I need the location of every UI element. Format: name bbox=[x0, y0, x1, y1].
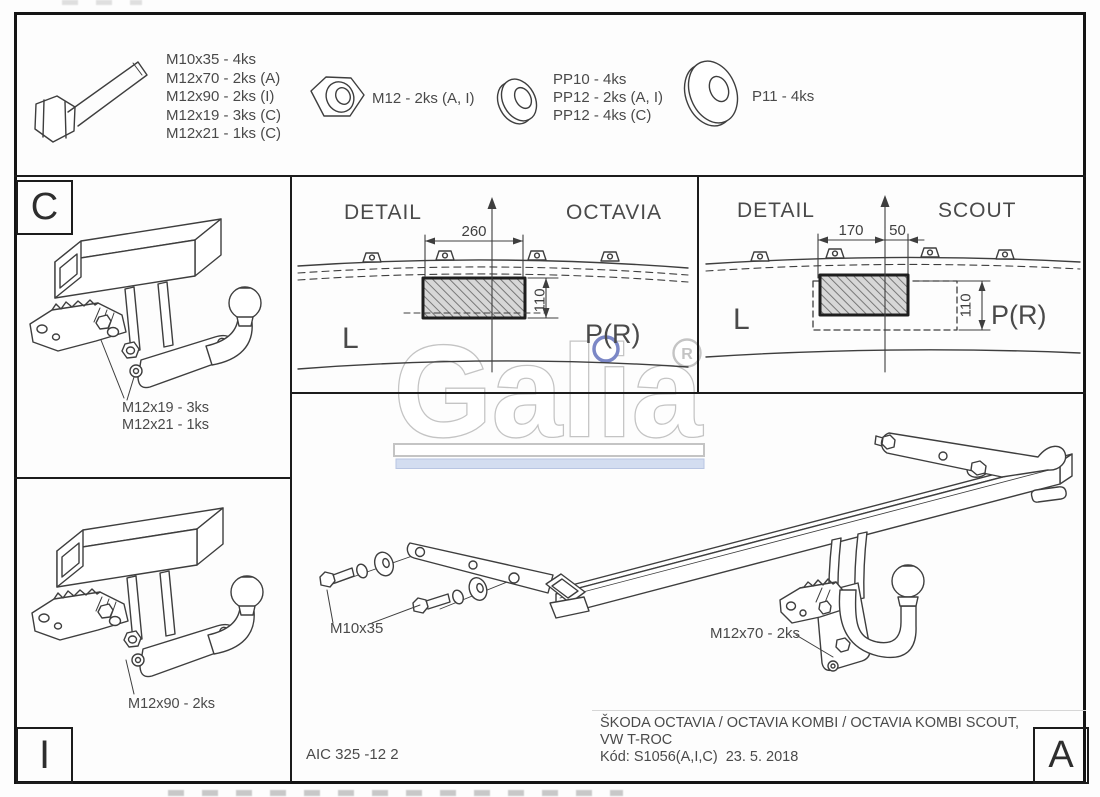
galia-logo-text: Galia bbox=[394, 318, 704, 464]
small-washer-drawing bbox=[496, 78, 538, 125]
detail-scout-drawing bbox=[705, 195, 1081, 373]
bolt-label-5: M12x21 - 1ks (C) bbox=[166, 125, 282, 142]
detail-octavia-title: DETAIL bbox=[344, 201, 422, 224]
nut-label: M12 - 2ks (A, I) bbox=[372, 90, 475, 107]
divider-detail-panels bbox=[697, 175, 699, 394]
small-washer-label-1: PP10 - 4ks bbox=[553, 71, 627, 88]
detail-scout-title: DETAIL bbox=[737, 199, 815, 222]
panel-c-letter-box: C bbox=[16, 180, 73, 235]
detail-octavia-height-dim: 110 bbox=[531, 288, 549, 313]
large-washer-drawing bbox=[683, 60, 739, 127]
logo-blue-dot-icon bbox=[592, 335, 620, 363]
logo-bar-gray bbox=[393, 443, 705, 457]
panel-c-fastener-label-2: M12x21 - 1ks bbox=[122, 417, 210, 433]
bolt-label-4: M12x19 - 3ks (C) bbox=[166, 106, 282, 124]
small-washer-label-2: PP12 - 2ks (A, I) bbox=[553, 89, 664, 106]
bolt-label-3: M12x90 - 2ks (I) bbox=[166, 88, 275, 105]
detail-scout-width-inner-dim: 50 bbox=[889, 222, 906, 239]
revision-letter: A bbox=[1048, 734, 1074, 776]
panel-i-fastener-label: M12x90 - 2ks bbox=[128, 696, 216, 712]
title-code-line: Kód: S1056(A,I,C) 23. 5. 2018 bbox=[600, 749, 799, 765]
logo-bar-blue bbox=[395, 458, 705, 469]
divider-parts-box bbox=[14, 175, 1086, 177]
small-washer-label-3: PP12 - 4ks (C) bbox=[553, 107, 652, 124]
detail-scout-width-outer-dim: 170 bbox=[838, 222, 864, 239]
bolt-label-1: M10x35 - 4ks bbox=[166, 51, 257, 68]
border-frame bbox=[14, 12, 1086, 784]
scan-artifact-top bbox=[62, 0, 142, 5]
title-vehicles-line2: VW T-ROC bbox=[600, 732, 673, 748]
large-washer-label: P11 - 4ks bbox=[752, 88, 815, 105]
title-vehicles-line1: ŠKODA OCTAVIA / OCTAVIA KOMBI / OCTAVIA … bbox=[600, 715, 1019, 731]
doc-number: AIC 325 -12 2 bbox=[306, 746, 399, 763]
detail-scout-height-dim: 110 bbox=[957, 293, 975, 318]
main-bolt-label-left: M10x35 bbox=[330, 620, 384, 637]
panel-i-letter-box: I bbox=[16, 727, 73, 784]
detail-scout-right-marker: P(R) bbox=[991, 300, 1047, 330]
bolt-label-2: M12x70 - 2ks (A) bbox=[166, 69, 281, 87]
panel-c-letter: C bbox=[30, 186, 59, 228]
main-bolt-label-right: M12x70 - 2ks bbox=[710, 625, 801, 642]
panel-i-towbar-drawing bbox=[31, 507, 264, 695]
title-block-hairline bbox=[592, 710, 1086, 711]
revision-letter-box: A bbox=[1033, 727, 1089, 784]
detail-octavia-drawing bbox=[297, 197, 689, 373]
divider-panel-c-i bbox=[14, 477, 292, 479]
detail-octavia-left-marker: L bbox=[342, 322, 359, 355]
detail-octavia-right-marker: P(R) bbox=[585, 319, 641, 349]
main-assembly-drawing bbox=[319, 432, 1073, 672]
divider-detail-main bbox=[290, 392, 1086, 394]
detail-scout-left-marker: L bbox=[733, 303, 750, 336]
galia-logo: Galia R bbox=[393, 317, 705, 469]
svg-text:R: R bbox=[681, 346, 693, 363]
detail-octavia-variant: OCTAVIA bbox=[566, 201, 663, 224]
panel-c-towbar-drawing bbox=[29, 218, 262, 401]
scan-artifact-bottom bbox=[168, 790, 623, 796]
panel-c-fastener-label-1: M12x19 - 3ks bbox=[122, 400, 210, 416]
panel-i-letter: I bbox=[38, 733, 51, 777]
detail-octavia-width-dim: 260 bbox=[461, 223, 487, 240]
detail-scout-variant: SCOUT bbox=[938, 199, 1017, 222]
nut-drawing bbox=[310, 76, 365, 117]
bolt-drawing bbox=[34, 61, 148, 143]
